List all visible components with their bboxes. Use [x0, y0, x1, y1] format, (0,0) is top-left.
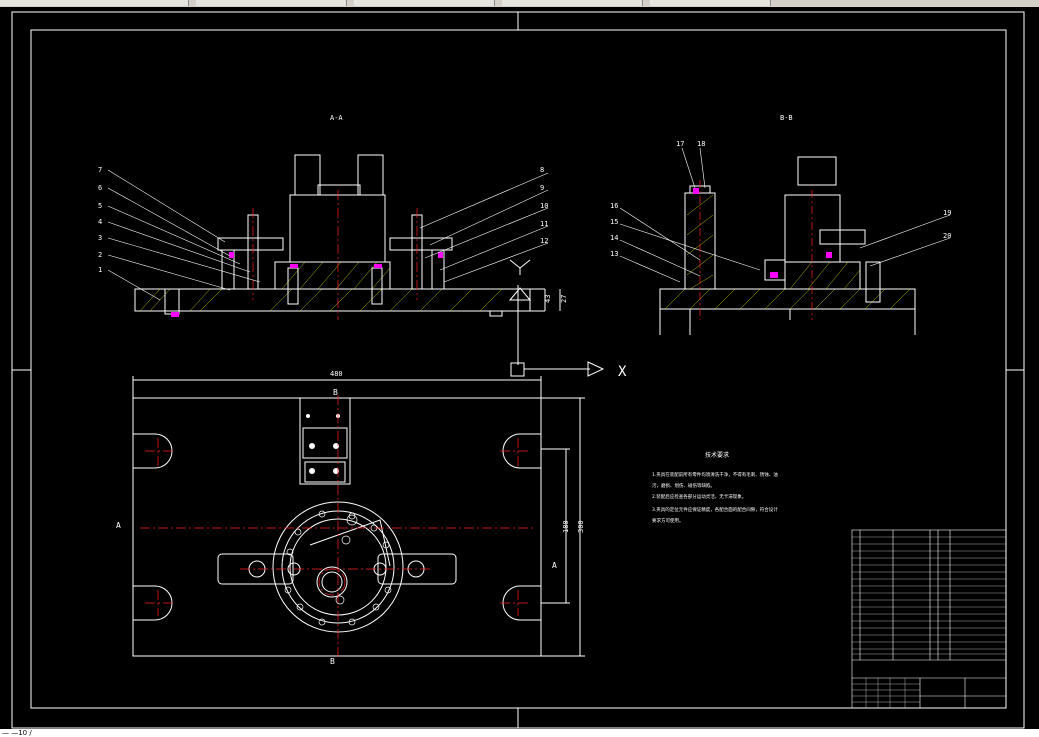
part-label: 14 — [610, 234, 618, 242]
technical-notes: 技术要求 1.夹具在装配前所有零件均须清洗干净，不得有毛刺、锈蚀、油 污，磨损、… — [652, 451, 778, 524]
section-marker-a-right: A — [552, 561, 557, 570]
notes-title: 技术要求 — [705, 451, 729, 459]
part-label: 5 — [98, 202, 102, 210]
part-label: 16 — [610, 202, 618, 210]
section-aa-view — [134, 154, 561, 317]
note-line: 1.夹具在装配前所有零件均须清洗干净，不得有毛刺、锈蚀、油 — [652, 471, 778, 478]
dimension-overall-width: 480 — [330, 370, 343, 378]
part-label: 10 — [540, 202, 548, 210]
dimension-height-right: 27 — [560, 295, 568, 303]
toolbar-segment[interactable] — [650, 0, 771, 6]
note-line: 2.装配后应检查各部分运动灵活，无卡滞现象。 — [652, 493, 746, 500]
dimension-overall-height: 300 — [577, 520, 585, 533]
toolbar-segment[interactable] — [354, 0, 495, 6]
cad-drawing-canvas[interactable]: A-A — [0, 7, 1039, 729]
plan-view-bolt-holes — [284, 510, 392, 626]
leader-lines-right — [419, 172, 549, 283]
part-label: 6 — [98, 184, 102, 192]
section-aa-highlights — [171, 252, 443, 317]
parts-list-rows — [852, 536, 1006, 708]
parts-list-table — [851, 529, 1007, 709]
toolbar-segment[interactable] — [502, 0, 643, 6]
leader-lines-bb — [619, 147, 951, 283]
x-axis-label: X — [618, 364, 627, 380]
part-label: 2 — [98, 251, 102, 259]
part-label: 17 — [676, 140, 684, 148]
part-label: 19 — [943, 209, 951, 217]
top-toolbar-strip — [0, 0, 1039, 7]
part-numbers-left: 7 6 5 4 3 2 1 — [98, 166, 102, 274]
command-line-text: — —10 / — [2, 729, 32, 737]
part-label: 20 — [943, 232, 951, 240]
section-marker-b-bottom: B — [330, 657, 335, 666]
dimension-inner-height: 180 — [562, 520, 570, 533]
part-label: 18 — [697, 140, 705, 148]
section-bb-title: B-B — [780, 114, 793, 122]
part-label: 11 — [540, 220, 548, 228]
plan-view-details — [306, 414, 340, 474]
section-bb-center-lines — [699, 180, 813, 320]
part-label: 8 — [540, 166, 544, 174]
toolbar-segment[interactable] — [196, 0, 347, 6]
section-marker-a-left: A — [116, 521, 121, 530]
command-line[interactable]: — —10 / — [0, 729, 1039, 737]
part-label: 9 — [540, 184, 544, 192]
part-label: 13 — [610, 250, 618, 258]
toolbar-segment[interactable] — [0, 0, 189, 6]
part-label: 4 — [98, 218, 102, 226]
section-bb-highlights — [693, 188, 832, 278]
part-label: 7 — [98, 166, 102, 174]
part-numbers-right: 8 9 10 11 12 — [540, 166, 548, 245]
plan-view — [132, 376, 585, 657]
note-line: 要求方可使用。 — [652, 517, 684, 524]
section-aa-title: A-A — [330, 114, 343, 122]
ucs-axis-icon — [510, 285, 605, 377]
part-label: 15 — [610, 218, 618, 226]
note-line: 3.夹具的定位元件应保证精度，各配合面的配合间隙，符合设计 — [652, 506, 778, 513]
plan-view-center-lines — [140, 395, 535, 660]
section-aa-center-lines — [252, 190, 418, 320]
outer-sheet-border — [11, 11, 1025, 729]
part-numbers-bb: 17 18 16 15 14 13 19 20 — [610, 140, 951, 258]
section-bb-view — [659, 156, 916, 335]
section-marker-b-top: B — [333, 388, 338, 397]
leader-lines-left — [107, 169, 261, 301]
part-label: 3 — [98, 234, 102, 242]
note-line: 污，磨损、划伤、碰伤等缺陷。 — [652, 482, 715, 489]
part-label: 12 — [540, 237, 548, 245]
dimension-height-right2: 43 — [544, 295, 552, 303]
part-label: 1 — [98, 266, 102, 274]
